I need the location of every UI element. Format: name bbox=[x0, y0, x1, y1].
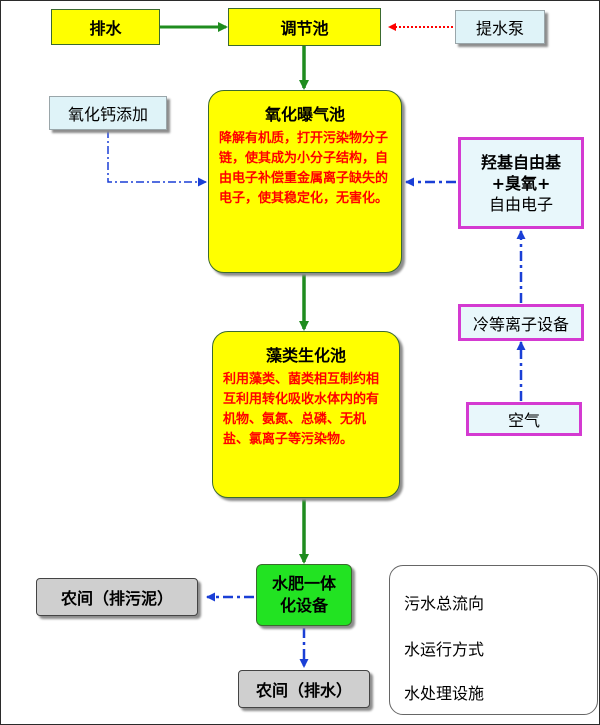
legend-item-main-flow: 污水总流向 bbox=[404, 594, 485, 613]
regulating-tank-label: 调节池 bbox=[280, 19, 329, 38]
fertilizer-device-line-1: 水肥一体 bbox=[271, 574, 336, 593]
algae-tank-node: 藻类生化池 利用藻类、菌类相互制约相互利用转化吸收水体内的有机物、氨氮、总磷、无… bbox=[212, 331, 400, 498]
discharge-node: 排水 bbox=[51, 9, 160, 45]
radicals-line-2: +臭氧+ bbox=[491, 173, 551, 193]
radicals-line-1: 羟基自由基 bbox=[480, 152, 561, 172]
legend-item-facility: 水处理设施 bbox=[404, 684, 485, 703]
air-node: 空气 bbox=[466, 402, 582, 436]
radicals-node: 羟基自由基 +臭氧+ 自由电子 bbox=[458, 137, 584, 229]
air-label: 空气 bbox=[507, 411, 540, 430]
radicals-line-3: 自由电子 bbox=[488, 194, 553, 214]
farmland-water-node: 农间（排水） bbox=[238, 670, 370, 708]
farmland-sludge-node: 农间（排污泥） bbox=[36, 578, 198, 616]
legend-box: 污水总流向 水运行方式 水处理设施 bbox=[389, 565, 598, 715]
algae-tank-description: 利用藻类、菌类相互制约相互利用转化吸收水体内的有机物、氨氮、总磷、无机盐、氯离子… bbox=[223, 372, 380, 447]
legend-item-water-run: 水运行方式 bbox=[404, 640, 485, 659]
aeration-tank-description: 降解有机质，打开污染物分子链，使其成为小分子结构，自由电子补偿重金属离子缺失的电… bbox=[219, 131, 389, 206]
farmland-sludge-label: 农间（排污泥） bbox=[60, 589, 173, 608]
farmland-water-label: 农间（排水） bbox=[255, 681, 352, 700]
aeration-tank-title: 氧化曝气池 bbox=[264, 105, 345, 124]
fertilizer-device-line-2: 化设备 bbox=[279, 596, 328, 615]
algae-tank-title: 藻类生化池 bbox=[265, 346, 346, 365]
calcium-oxide-label: 氧化钙添加 bbox=[67, 105, 148, 124]
discharge-label: 排水 bbox=[89, 19, 122, 38]
pump-label: 提水泵 bbox=[475, 19, 524, 38]
aeration-tank-node: 氧化曝气池 降解有机质，打开污染物分子链，使其成为小分子结构，自由电子补偿重金属… bbox=[208, 90, 402, 273]
plasma-device-label: 冷等离子设备 bbox=[472, 314, 569, 334]
plasma-device-node: 冷等离子设备 bbox=[458, 304, 584, 341]
regulating-tank-node: 调节池 bbox=[228, 8, 381, 46]
fertilizer-device-node: 水肥一体 化设备 bbox=[256, 564, 352, 626]
calcium-oxide-node: 氧化钙添加 bbox=[49, 96, 167, 130]
facility-calcium-to-aeration bbox=[107, 130, 207, 187]
pump-node: 提水泵 bbox=[455, 10, 545, 44]
